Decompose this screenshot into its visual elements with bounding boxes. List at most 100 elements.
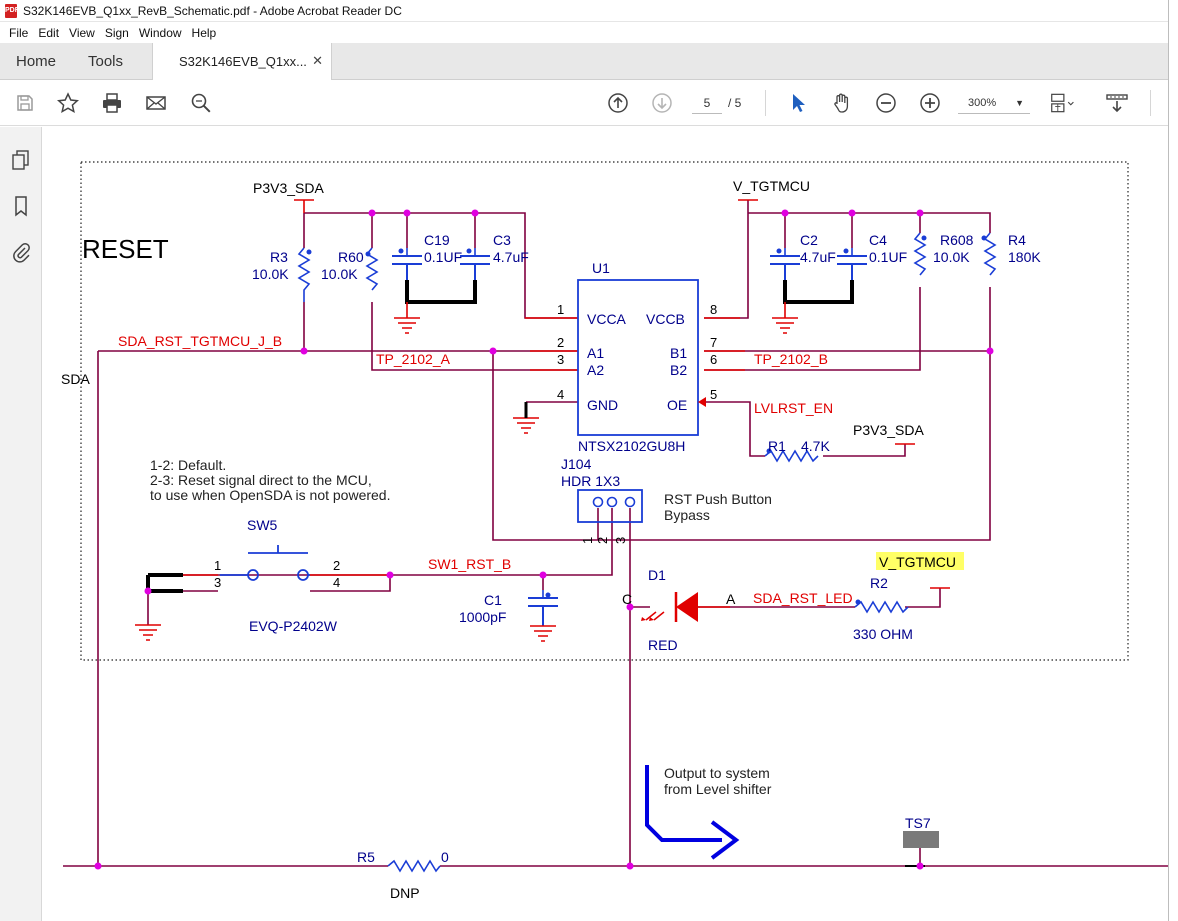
u1-pin-a2: A2 (587, 362, 604, 378)
tab-strip: Home Tools S32K146EVB_Q1xx... ✕ (0, 43, 1178, 80)
page-display-button[interactable] (1050, 90, 1076, 116)
power-label-vtgtmcu: V_TGTMCU (733, 178, 810, 194)
sw5-pin-3: 3 (214, 575, 221, 590)
toolbar-separator (1150, 90, 1151, 116)
thick-ground-wires (146, 280, 854, 593)
document-view[interactable]: RESET SDA P3V3_SDA V_TGTMCU P3V3_SDA V_T… (43, 127, 1178, 921)
j104-ref: J104 (561, 456, 592, 472)
find-button[interactable] (188, 90, 214, 116)
select-cursor-icon (793, 94, 805, 112)
save-button[interactable] (12, 90, 38, 116)
power-label-p3v3-lower: P3V3_SDA (853, 422, 924, 438)
page-down-icon (652, 93, 672, 113)
zoom-level-dropdown[interactable]: 300% ▼ (958, 92, 1030, 114)
r2-ref: R2 (870, 575, 888, 591)
tab-document[interactable]: S32K146EVB_Q1xx... ✕ (152, 43, 332, 80)
u1-pin-vcca: VCCA (587, 311, 627, 327)
zoom-out-button[interactable] (873, 90, 899, 116)
next-page-button[interactable] (649, 90, 675, 116)
menu-file[interactable]: File (9, 25, 29, 40)
left-navigation-rail (0, 127, 42, 921)
menu-bar: File Edit View Sign Window Help (0, 22, 1178, 43)
sw5-symbol (220, 545, 310, 581)
r1-ref: R1 (768, 438, 786, 454)
u1-pin-num-6: 6 (710, 352, 717, 367)
output-note-line-1: Output to system (664, 765, 770, 781)
hand-icon (834, 93, 849, 113)
u1-pin-vccb: VCCB (646, 311, 685, 327)
net-label-sda-rst: SDA_RST_TGTMCU_J_B (118, 333, 282, 349)
previous-page-button[interactable] (605, 90, 631, 116)
junction-dots (94, 209, 994, 870)
scroll-tool-icon (1106, 94, 1128, 113)
ts7-label: TS7 (905, 815, 931, 831)
star-icon (57, 92, 79, 113)
d1-anode-label: A (726, 591, 736, 607)
bookmark-icon (15, 196, 27, 217)
tab-tools[interactable]: Tools (88, 52, 124, 70)
print-button[interactable] (99, 90, 125, 116)
tab-home[interactable]: Home (16, 52, 57, 70)
c1-value: 1000pF (459, 609, 506, 625)
rst-bypass-line-1: RST Push Button (664, 491, 772, 507)
c19-value: 0.1UF (424, 249, 462, 265)
scroll-mode-button[interactable] (1104, 90, 1130, 116)
window-right-edge (1168, 0, 1178, 921)
schematic-title: RESET (82, 234, 169, 264)
u1-pin-b1: B1 (670, 345, 687, 361)
c3-value: 4.7uF (493, 249, 529, 265)
c19-ref: C19 (424, 232, 450, 248)
u1-pin-num-5: 5 (710, 387, 717, 402)
menu-sign[interactable]: Sign (104, 25, 129, 40)
j104-pins (592, 496, 636, 508)
acrobat-pdf-icon: PDF (5, 3, 19, 18)
power-flags (294, 199, 950, 589)
toolbar: 5 / 5 300% ▼ (0, 80, 1178, 126)
page-up-icon (608, 93, 628, 113)
j104-pin-3: 3 (613, 537, 628, 544)
note-line-3: to use when OpenSDA is not powered. (150, 487, 390, 503)
menu-view[interactable]: View (69, 25, 95, 40)
u1-pin-num-4: 4 (557, 387, 564, 402)
note-line-1: 1-2: Default. (150, 457, 226, 473)
hand-tool-button[interactable] (829, 90, 855, 116)
r3-ref: R3 (270, 249, 288, 265)
r60-value: 10.0K (321, 266, 358, 282)
select-tool-button[interactable] (785, 90, 811, 116)
ts7-testpoint (903, 831, 939, 848)
r608-value: 10.0K (933, 249, 970, 265)
oe-arrow-icon (698, 397, 706, 407)
u1-ref: U1 (592, 260, 610, 276)
close-tab-icon[interactable]: ✕ (312, 53, 323, 68)
r5-value: 0 (441, 849, 449, 865)
email-button[interactable] (143, 90, 169, 116)
menu-edit[interactable]: Edit (38, 25, 60, 40)
u1-pin-b2: B2 (670, 362, 687, 378)
menu-window[interactable]: Window (138, 25, 182, 40)
u1-part-number: NTSX2102GU8H (578, 438, 685, 454)
reset-schematic: RESET SDA P3V3_SDA V_TGTMCU P3V3_SDA V_T… (61, 161, 1168, 901)
schematic-border (80, 161, 1129, 661)
page-thumbnails-button[interactable] (10, 149, 32, 171)
d1-color: RED (648, 637, 678, 653)
window-title: S32K146EVB_Q1xx_RevB_Schematic.pdf - Ado… (23, 3, 402, 18)
d1-ref: D1 (648, 567, 666, 583)
power-label-p3v3: P3V3_SDA (253, 180, 324, 196)
tab-document-label: S32K146EVB_Q1xx... (179, 54, 307, 69)
bookmark-star-button[interactable] (55, 90, 81, 116)
u1-pin-gnd: GND (587, 397, 618, 413)
c4-ref: C4 (869, 232, 887, 248)
attachments-button[interactable] (10, 241, 32, 263)
j104-pin-1: 1 (580, 537, 595, 544)
note-line-2: 2-3: Reset signal direct to the MCU, (150, 472, 372, 488)
u1-pin-num-8: 8 (710, 302, 717, 317)
c2-ref: C2 (800, 232, 818, 248)
sw5-pin-2: 2 (333, 558, 340, 573)
menu-help[interactable]: Help (191, 25, 217, 40)
bookmarks-button[interactable] (10, 195, 32, 217)
r608-ref: R608 (940, 232, 974, 248)
page-number-input[interactable]: 5 (692, 92, 722, 114)
sw5-ref: SW5 (247, 517, 278, 533)
zoom-in-button[interactable] (917, 90, 943, 116)
u1-pin-num-3: 3 (557, 352, 564, 367)
